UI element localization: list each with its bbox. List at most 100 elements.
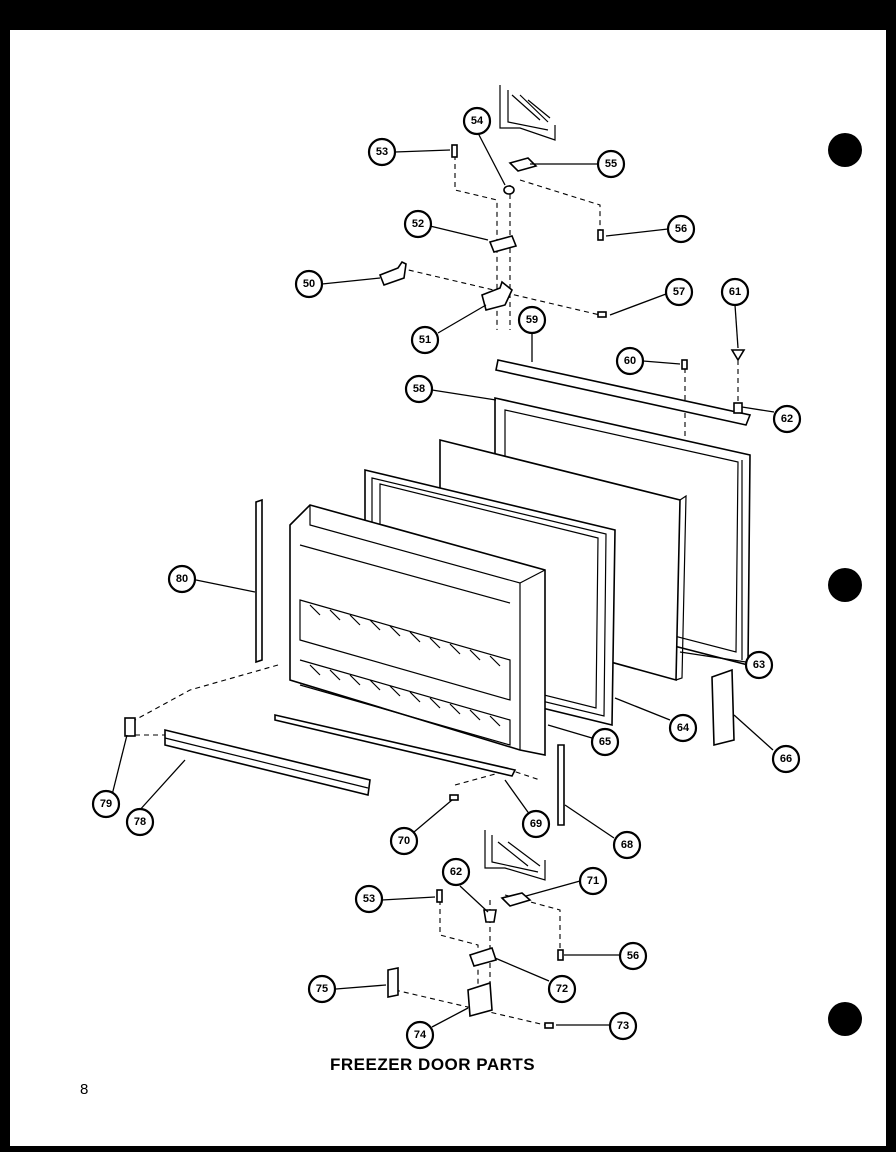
callout-68: 68 — [612, 830, 642, 860]
callout-55: 55 — [596, 149, 626, 179]
callout-72: 72 — [547, 974, 577, 1004]
callout-66: 66 — [771, 744, 801, 774]
screw-53-top — [451, 144, 458, 158]
callout-label: 53 — [376, 146, 388, 158]
callout-label: 62 — [450, 866, 462, 878]
door-liner-65 — [289, 504, 546, 756]
screw-56-bottom — [557, 949, 564, 961]
assembly-line — [134, 664, 279, 721]
kickplate-78 — [164, 728, 371, 796]
callout-64: 64 — [668, 713, 698, 743]
callout-label: 62 — [781, 413, 793, 425]
screw-70 — [449, 794, 459, 801]
callout-63: 63 — [744, 650, 774, 680]
callout-label: 57 — [673, 286, 685, 298]
hinge-72 — [468, 946, 498, 967]
callout-57: 57 — [664, 277, 694, 307]
door-top-edge-fragment — [499, 85, 556, 141]
hinge-52 — [488, 235, 518, 253]
door-bottom-edge-fragment — [484, 830, 546, 881]
callout-58: 58 — [404, 374, 434, 404]
callout-label: 70 — [398, 835, 410, 847]
callout-52: 52 — [403, 209, 433, 239]
callout-label: 72 — [556, 983, 568, 995]
callout-69: 69 — [521, 809, 551, 839]
strip-68 — [557, 744, 565, 826]
binder-hole-top — [828, 133, 862, 167]
callout-label: 59 — [526, 314, 538, 326]
bushing-62-top — [733, 402, 743, 414]
binder-hole-middle — [828, 568, 862, 602]
callout-54: 54 — [462, 106, 492, 136]
callout-label: 73 — [617, 1020, 629, 1032]
callout-label: 78 — [134, 816, 146, 828]
hinge-bracket-51 — [481, 280, 513, 311]
callout-label: 63 — [753, 659, 765, 671]
callout-60: 60 — [615, 346, 645, 376]
screw-56-top — [597, 229, 604, 241]
callout-label: 66 — [780, 753, 792, 765]
callout-53-top: 53 — [367, 137, 397, 167]
callout-label: 56 — [675, 223, 687, 235]
page-number: 8 — [80, 1081, 89, 1098]
callout-59: 59 — [517, 305, 547, 335]
callout-label: 56 — [627, 950, 639, 962]
callout-label: 75 — [316, 983, 328, 995]
screw-73 — [544, 1022, 554, 1029]
callout-label: 53 — [363, 893, 375, 905]
assembly-line — [454, 155, 498, 330]
cap-61 — [730, 349, 746, 362]
panel-66 — [711, 668, 735, 747]
callout-label: 64 — [677, 722, 690, 734]
bushing-54 — [503, 185, 515, 195]
callout-78: 78 — [125, 807, 155, 837]
callout-label: 54 — [471, 115, 484, 127]
callout-51: 51 — [410, 325, 440, 355]
callout-label: 60 — [624, 355, 636, 367]
callout-53-bottom: 53 — [354, 884, 384, 914]
callout-label: 58 — [413, 383, 425, 395]
diagram-title: FREEZER DOOR PARTS — [330, 1055, 536, 1074]
assembly-line — [394, 989, 546, 1026]
assembly-line — [519, 179, 601, 230]
callout-label: 68 — [621, 839, 633, 851]
callout-label: 65 — [599, 736, 611, 748]
kickplate-78-edge — [164, 737, 369, 789]
callout-label: 80 — [176, 573, 188, 585]
callout-73: 73 — [608, 1011, 638, 1041]
top-strip-59 — [495, 359, 752, 426]
bracket-75 — [387, 967, 399, 998]
screw-60 — [681, 359, 688, 370]
leader-lines — [111, 132, 775, 1028]
callout-62-bottom: 62 — [441, 857, 471, 887]
callout-label: 69 — [530, 818, 542, 830]
callout-80: 80 — [167, 564, 197, 594]
callout-50: 50 — [294, 269, 324, 299]
hinge-plate-55 — [508, 157, 538, 172]
callout-74: 74 — [405, 1020, 435, 1050]
callout-61: 61 — [720, 277, 750, 307]
callout-79: 79 — [91, 789, 121, 819]
callout-label: 74 — [414, 1029, 427, 1041]
clip-79 — [124, 717, 136, 737]
assembly-line — [439, 900, 479, 1000]
bottom-strip-69 — [274, 713, 517, 777]
callout-label: 71 — [587, 875, 599, 887]
bracket-50 — [378, 260, 407, 287]
hinge-plate-71 — [500, 892, 532, 907]
binder-hole-bottom — [828, 1002, 862, 1036]
bushing-62-bottom — [483, 909, 497, 923]
callout-71: 71 — [578, 866, 608, 896]
callout-56-bottom: 56 — [618, 941, 648, 971]
callout-75: 75 — [307, 974, 337, 1004]
callout-70: 70 — [389, 826, 419, 856]
screw-53-bottom — [436, 889, 443, 903]
callout-65: 65 — [590, 727, 620, 757]
callout-label: 79 — [100, 798, 112, 810]
insulation-panel-edge — [675, 494, 687, 681]
hinge-bracket-74 — [467, 981, 493, 1018]
callout-label: 55 — [605, 158, 617, 170]
callout-label: 50 — [303, 278, 315, 290]
side-strip-80 — [255, 498, 263, 664]
